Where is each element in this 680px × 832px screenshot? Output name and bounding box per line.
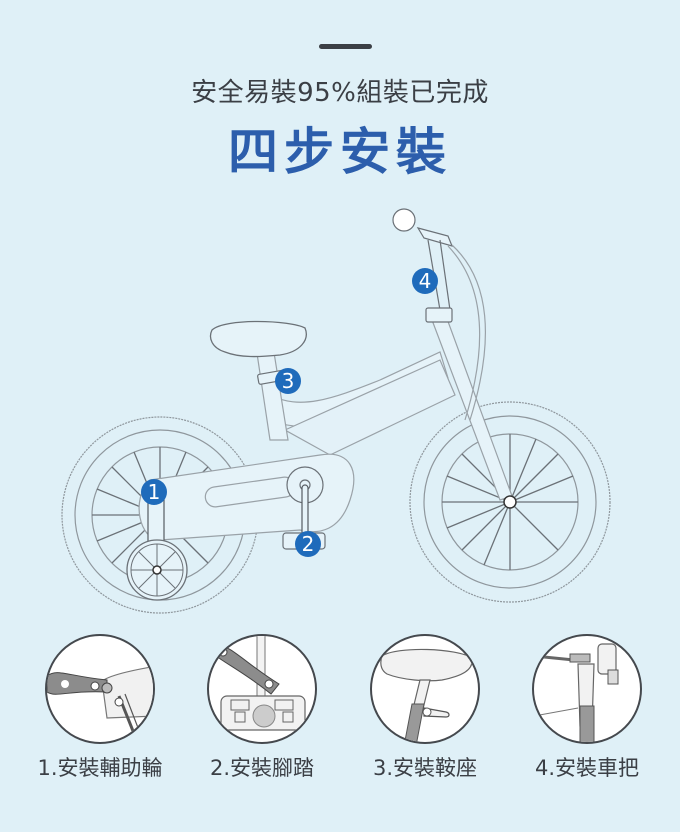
subtitle: 安全易裝95%組裝已完成	[191, 78, 489, 108]
callout-badge-2: 2	[295, 531, 321, 557]
step-2-label: 2.安裝腳踏	[209, 756, 315, 780]
seat-clamp-icon	[370, 634, 480, 744]
callout-badge-1: 1	[141, 479, 167, 505]
pedal-wrench-icon	[207, 634, 317, 744]
step-1-label: 1.安裝輔助輪	[37, 756, 163, 780]
bike-diagram: 1 2 3 4	[0, 195, 680, 615]
step-4: 4.安裝車把	[507, 632, 667, 792]
callout-badge-4: 4	[412, 268, 438, 294]
training-wheel-wrench-icon	[45, 634, 155, 744]
step-3-label: 3.安裝鞍座	[372, 756, 478, 780]
step-4-label: 4.安裝車把	[534, 756, 640, 780]
step-2: 2.安裝腳踏	[182, 632, 342, 792]
callout-badge-3: 3	[275, 368, 301, 394]
page-title: 四步安裝	[228, 123, 452, 181]
handlebar-stem-icon	[532, 634, 642, 744]
header-divider	[319, 44, 372, 49]
step-1: 1.安裝輔助輪	[20, 632, 180, 792]
assembly-steps: 1.安裝輔助輪 2.安裝腳踏	[0, 632, 680, 792]
bike-line-art-icon	[61, 208, 611, 614]
step-3: 3.安裝鞍座	[345, 632, 505, 792]
